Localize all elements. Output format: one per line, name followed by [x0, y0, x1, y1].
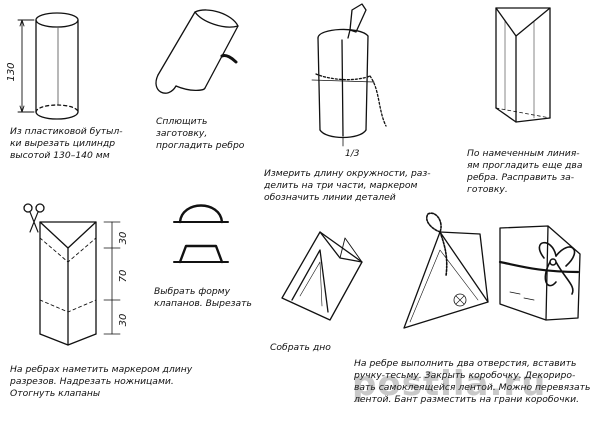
- box-with-handle-drawing: [403, 212, 489, 329]
- step-4-caption: По намеченным линия- ям прогладить еще д…: [467, 148, 583, 195]
- flap-shapes-drawing: [173, 204, 229, 264]
- dim-top-30-label: 30: [118, 232, 129, 245]
- height-130-label: 130: [6, 62, 17, 81]
- step-5-caption: На ребрах наметить маркером длину разрез…: [10, 364, 193, 399]
- flattened-blank-drawing: [155, 9, 239, 94]
- watermark: postila.ru: [352, 364, 547, 404]
- step-8-caption: На ребре выполнить два отверстия, встави…: [354, 358, 591, 405]
- cylinder-drawing: [17, 12, 79, 120]
- assemble-bottom-drawing: [281, 231, 363, 321]
- measuring-drawing: [311, 3, 387, 147]
- step-3-caption: Измерить длину окружности, раз- делить н…: [264, 168, 431, 203]
- fraction-label: 1/3: [345, 149, 360, 159]
- step-2-caption: Сплющить заготовку, прогладить ребро: [156, 116, 245, 151]
- triangular-prism-drawing: [495, 7, 551, 123]
- prism-with-cuts-drawing: [23, 203, 121, 346]
- step-1-caption: Из пластиковой бутыл- ки вырезать цилинд…: [10, 126, 123, 161]
- dim-70-label: 70: [118, 270, 129, 283]
- dim-bottom-30-label: 30: [118, 314, 129, 327]
- step-7-caption: Собрать дно: [270, 342, 331, 353]
- decorated-box-drawing: [498, 225, 581, 321]
- step-6-caption: Выбрать форму клапанов. Вырезать: [154, 286, 252, 309]
